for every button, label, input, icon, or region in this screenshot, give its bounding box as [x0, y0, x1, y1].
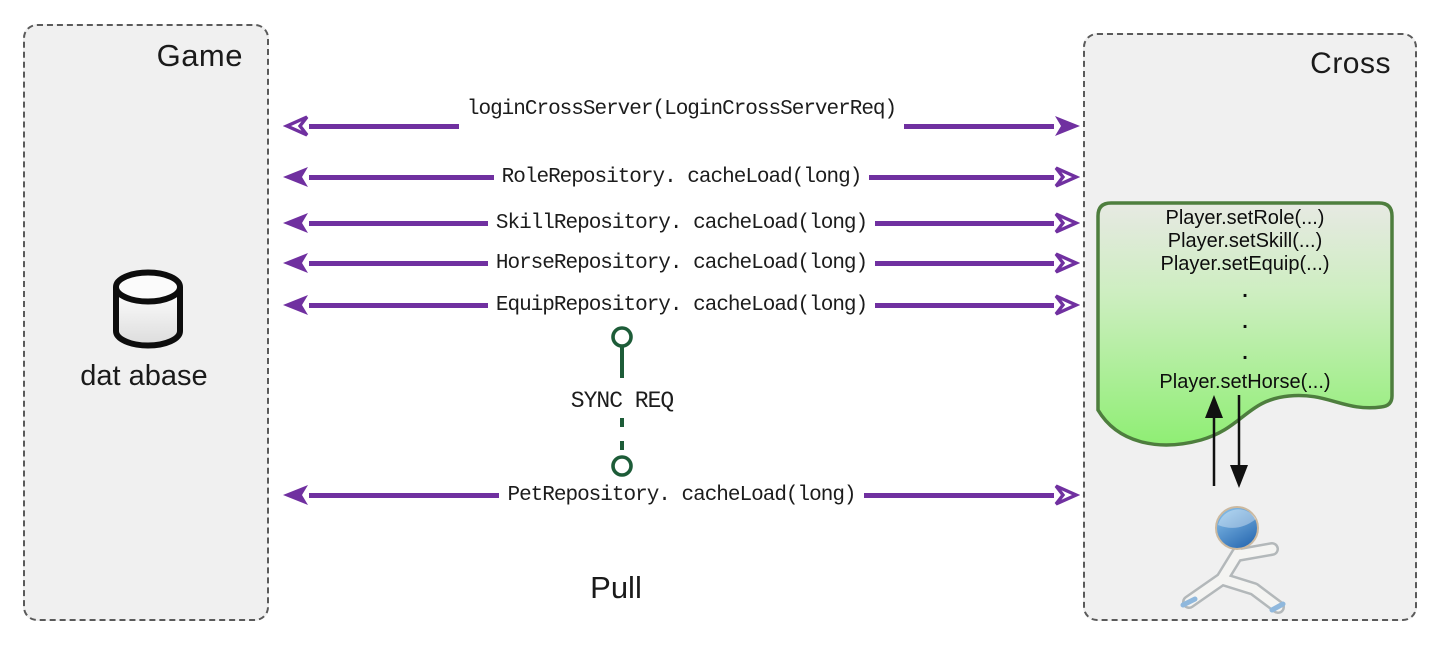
note-ellipsis-dot: . — [1242, 311, 1248, 333]
hollow-arrowhead-right-icon — [1054, 294, 1081, 316]
sync-updown-arrows — [1205, 395, 1248, 488]
arrow-label: RoleRepository. cacheLoad(long) — [501, 165, 863, 189]
hollow-arrowhead-right-icon — [1054, 212, 1081, 234]
solid-arrowhead-left-icon — [283, 295, 308, 315]
note-line: Player.setSkill(...) — [1167, 230, 1323, 252]
running-man-icon — [1180, 506, 1286, 614]
arrow-label: EquipRepository. cacheLoad(long) — [495, 293, 868, 317]
player-note-shape — [1096, 201, 1394, 447]
player-note-text: Player.setRole(...) Player.setSkill(...)… — [1100, 207, 1390, 394]
game-box-title: Game — [156, 38, 243, 73]
hollow-arrowhead-left-icon — [283, 115, 309, 137]
solid-arrowhead-left-icon — [283, 213, 308, 233]
solid-arrowhead-left-icon — [283, 167, 308, 187]
arrow-label: PetRepository. cacheLoad(long) — [507, 483, 856, 507]
sync-req-label: SYNC REQ — [570, 388, 674, 414]
database-label: dat abase — [80, 360, 208, 392]
arrow-label: SkillRepository. cacheLoad(long) — [495, 211, 868, 235]
note-line: Player.setRole(...) — [1165, 207, 1325, 229]
note-line: Player.setHorse(...) — [1159, 371, 1331, 393]
note-line: Player.setEquip(...) — [1160, 253, 1330, 275]
message-arrow: PetRepository. cacheLoad(long) — [283, 483, 1080, 507]
message-arrow: SkillRepository. cacheLoad(long) — [283, 211, 1081, 235]
message-arrow: RoleRepository. cacheLoad(long) — [283, 165, 1081, 189]
cross-box-title: Cross — [1310, 47, 1391, 80]
note-ellipsis-dot: . — [1242, 280, 1248, 302]
note-ellipsis-dot: . — [1242, 342, 1248, 364]
message-arrow: EquipRepository. cacheLoad(long) — [283, 293, 1081, 317]
message-arrow: loginCrossServer(LoginCrossServerReq) — [283, 98, 1080, 138]
arrow-label: HorseRepository. cacheLoad(long) — [495, 251, 868, 275]
hollow-arrowhead-right-icon — [1054, 484, 1080, 506]
solid-arrowhead-left-icon — [283, 485, 308, 505]
hollow-arrowhead-right-icon — [1054, 166, 1081, 188]
database-icon — [113, 269, 183, 349]
solid-arrowhead-left-icon — [283, 253, 308, 273]
solid-arrowhead-right-icon — [1055, 116, 1080, 136]
pull-label: Pull — [590, 570, 642, 605]
message-arrow: HorseRepository. cacheLoad(long) — [283, 251, 1081, 275]
arrow-label: loginCrossServer(LoginCrossServerReq) — [466, 97, 897, 121]
hollow-arrowhead-right-icon — [1054, 252, 1081, 274]
sync-connector — [611, 326, 633, 477]
